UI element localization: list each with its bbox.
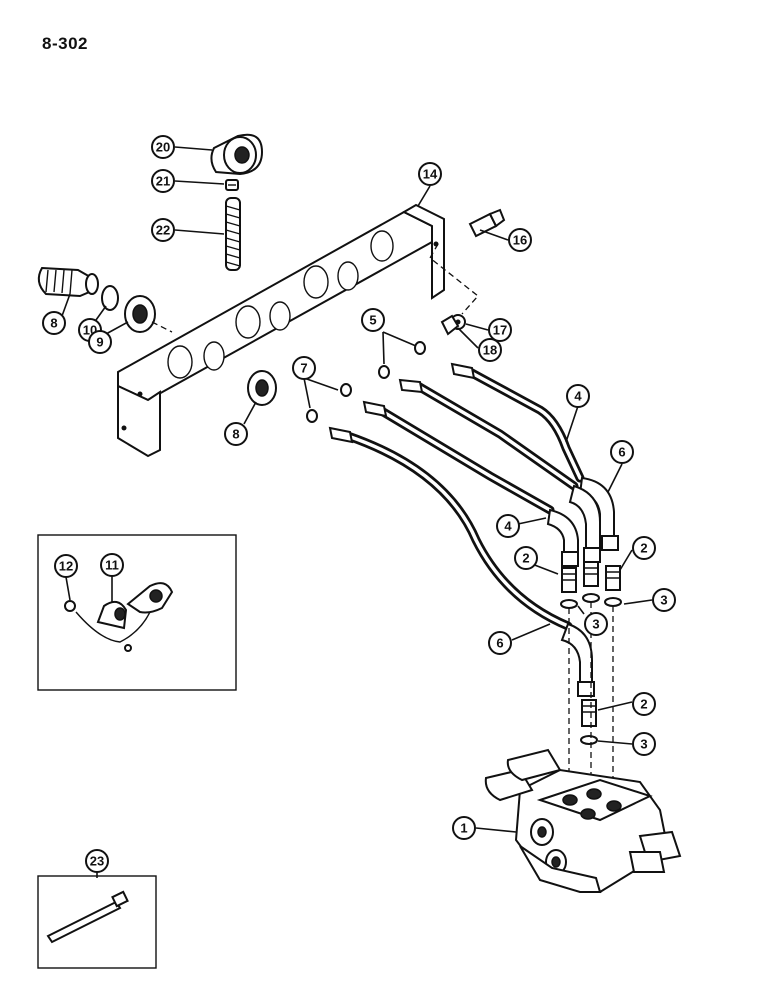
callout-3: 3 xyxy=(652,588,676,612)
callout-label: 7 xyxy=(300,361,307,376)
callout-20: 20 xyxy=(151,135,175,159)
callout-label: 8 xyxy=(232,427,239,442)
callout-2: 2 xyxy=(514,546,538,570)
callout-circle xyxy=(496,514,520,538)
callout-circle xyxy=(361,308,385,332)
callout-circle xyxy=(584,612,608,636)
callout-14: 14 xyxy=(418,162,442,186)
callout-circle xyxy=(478,338,502,362)
part-5-o-rings xyxy=(378,341,426,379)
callout-2: 2 xyxy=(632,692,656,716)
callout-label: 2 xyxy=(640,541,647,556)
part-7-o-rings xyxy=(306,383,352,423)
callout-circle xyxy=(100,553,124,577)
part-21-set-screw xyxy=(225,179,239,191)
callout-label: 2 xyxy=(640,697,647,712)
callout-label: 12 xyxy=(59,559,73,574)
callout-label: 4 xyxy=(574,389,582,404)
callout-circle xyxy=(452,816,476,840)
callout-17: 17 xyxy=(488,318,512,342)
callout-9: 9 xyxy=(88,330,112,354)
callout-circle xyxy=(88,330,112,354)
callout-label: 4 xyxy=(504,519,512,534)
part-18-nut xyxy=(440,314,460,336)
callout-circle xyxy=(632,692,656,716)
callout-label: 1 xyxy=(460,821,467,836)
callout-label: 21 xyxy=(156,174,170,189)
callout-4: 4 xyxy=(566,384,590,408)
inset-panel-23 xyxy=(37,875,157,969)
part-22-spring xyxy=(225,197,241,271)
part-2-adapters xyxy=(561,561,621,727)
callout-12: 12 xyxy=(54,554,78,578)
callout-label: 22 xyxy=(156,223,170,238)
callout-3: 3 xyxy=(584,612,608,636)
callout-label: 20 xyxy=(156,140,170,155)
part-10-snap-ring xyxy=(101,285,119,311)
leader-lines xyxy=(61,146,653,878)
callout-16: 16 xyxy=(508,228,532,252)
callout-6: 6 xyxy=(488,631,512,655)
part-1-control-valve xyxy=(484,748,682,894)
callout-label: 6 xyxy=(618,445,625,460)
page-number: 8-302 xyxy=(42,34,88,53)
callout-label: 14 xyxy=(423,167,438,182)
callout-2: 2 xyxy=(632,536,656,560)
callout-circle xyxy=(632,536,656,560)
part-9-bushing xyxy=(124,295,156,333)
callout-label: 6 xyxy=(496,636,503,651)
callout-circle xyxy=(566,384,590,408)
inset-panel-11-12 xyxy=(37,534,237,691)
callout-8: 8 xyxy=(224,422,248,446)
callout-1: 1 xyxy=(452,816,476,840)
callout-circle xyxy=(652,588,676,612)
callout-label: 17 xyxy=(493,323,507,338)
callout-circle xyxy=(151,218,175,242)
callout-circle xyxy=(292,356,316,380)
part-16-bolt xyxy=(468,208,506,238)
callout-label: 3 xyxy=(660,593,667,608)
callout-21: 21 xyxy=(151,169,175,193)
callout-label: 9 xyxy=(96,335,103,350)
callout-label: 2 xyxy=(522,551,529,566)
callout-18: 18 xyxy=(478,338,502,362)
callout-circle xyxy=(514,546,538,570)
callout-circle xyxy=(151,135,175,159)
part-14-bracket xyxy=(117,203,445,458)
callout-4: 4 xyxy=(496,514,520,538)
part-8-coupler xyxy=(37,266,99,298)
callout-5: 5 xyxy=(361,308,385,332)
callout-6: 6 xyxy=(610,440,634,464)
callout-label: 8 xyxy=(50,316,57,331)
callout-3: 3 xyxy=(632,732,656,756)
callout-label: 23 xyxy=(90,854,104,869)
callout-circle xyxy=(488,631,512,655)
callout-circle xyxy=(42,311,66,335)
callout-circle xyxy=(632,732,656,756)
callout-circle xyxy=(54,554,78,578)
callout-7: 7 xyxy=(292,356,316,380)
callout-circle xyxy=(151,169,175,193)
part-20-collar xyxy=(210,133,264,176)
callout-8: 8 xyxy=(42,311,66,335)
callout-circle xyxy=(224,422,248,446)
callout-label: 16 xyxy=(513,233,527,248)
callout-label: 11 xyxy=(105,558,119,573)
callout-circle xyxy=(85,849,109,873)
callout-circle xyxy=(488,318,512,342)
callout-circle xyxy=(508,228,532,252)
callout-22: 22 xyxy=(151,218,175,242)
part-8-dust-cap xyxy=(247,370,277,406)
callout-label: 3 xyxy=(640,737,647,752)
callout-label: 5 xyxy=(369,313,376,328)
callout-label: 18 xyxy=(483,343,497,358)
hydraulic-hoses xyxy=(328,362,619,697)
callout-11: 11 xyxy=(100,553,124,577)
callout-23: 23 xyxy=(85,849,109,873)
callout-label: 3 xyxy=(592,617,599,632)
callout-circle xyxy=(418,162,442,186)
callout-circle xyxy=(610,440,634,464)
